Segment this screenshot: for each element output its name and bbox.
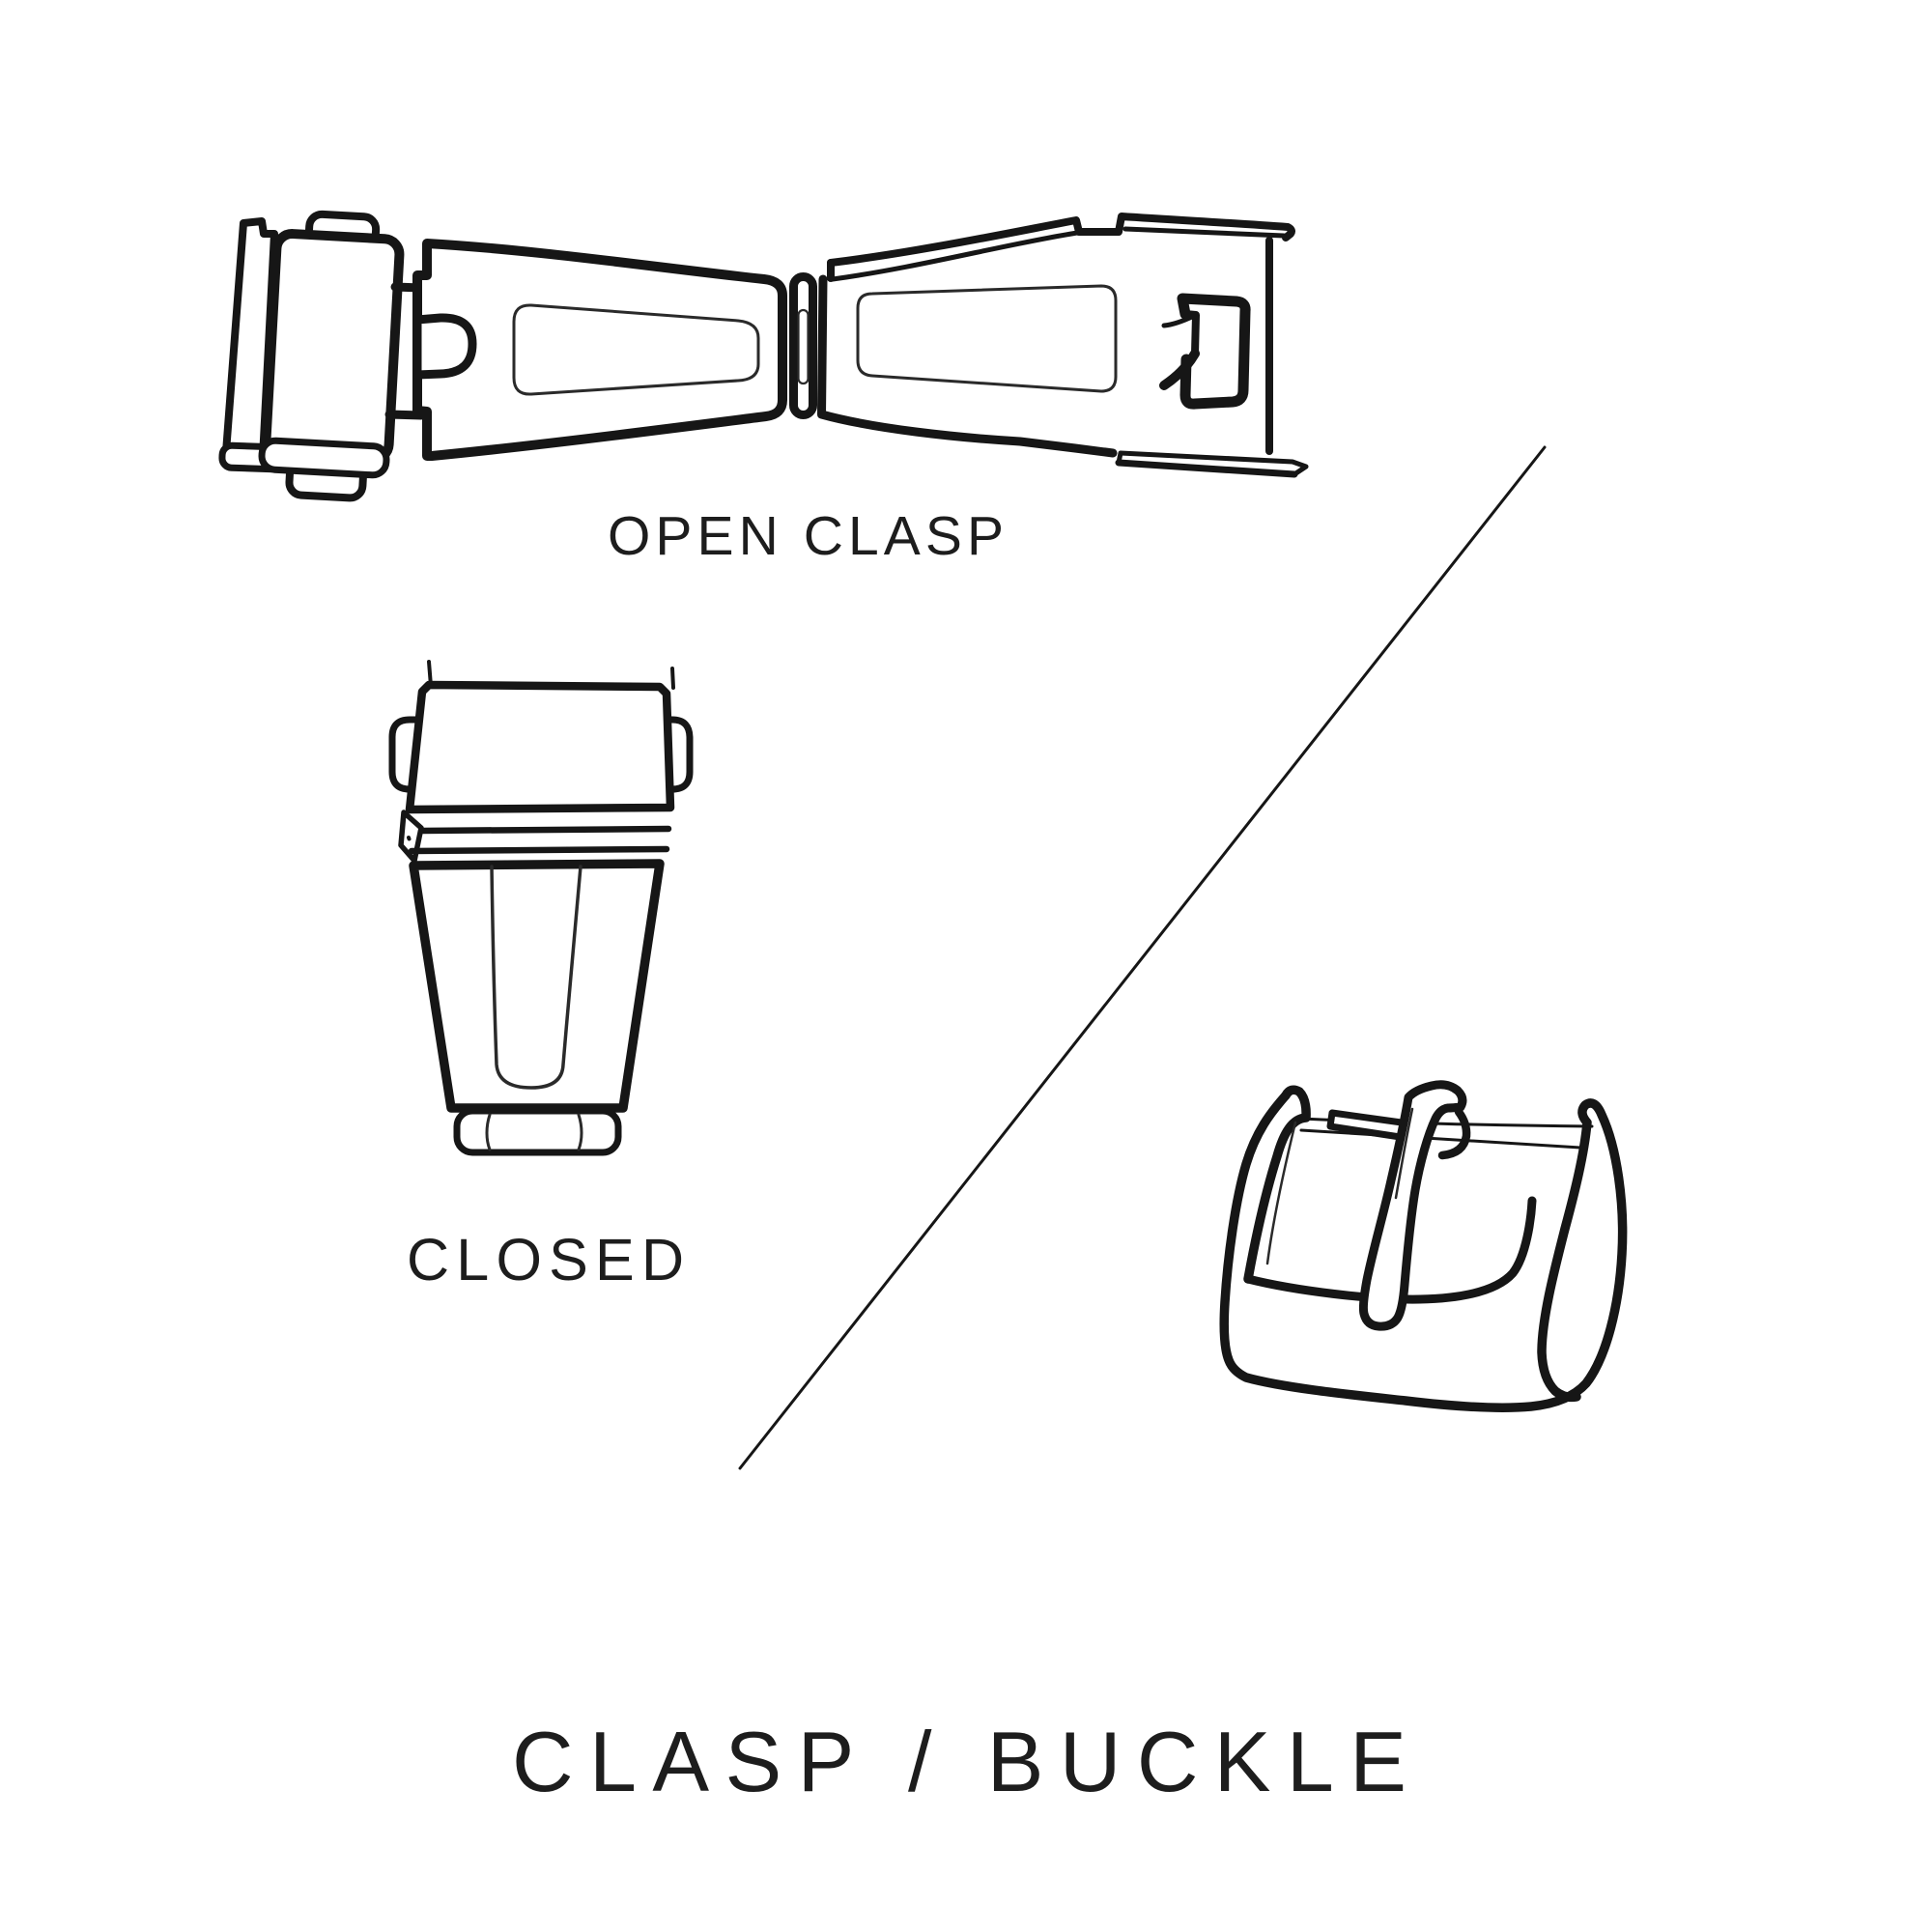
svg-text:CLOSED: CLOSED (407, 1227, 694, 1293)
svg-text:CLASP / BUCKLE: CLASP / BUCKLE (512, 1714, 1424, 1809)
svg-text:OPEN CLASP: OPEN CLASP (608, 505, 1015, 567)
